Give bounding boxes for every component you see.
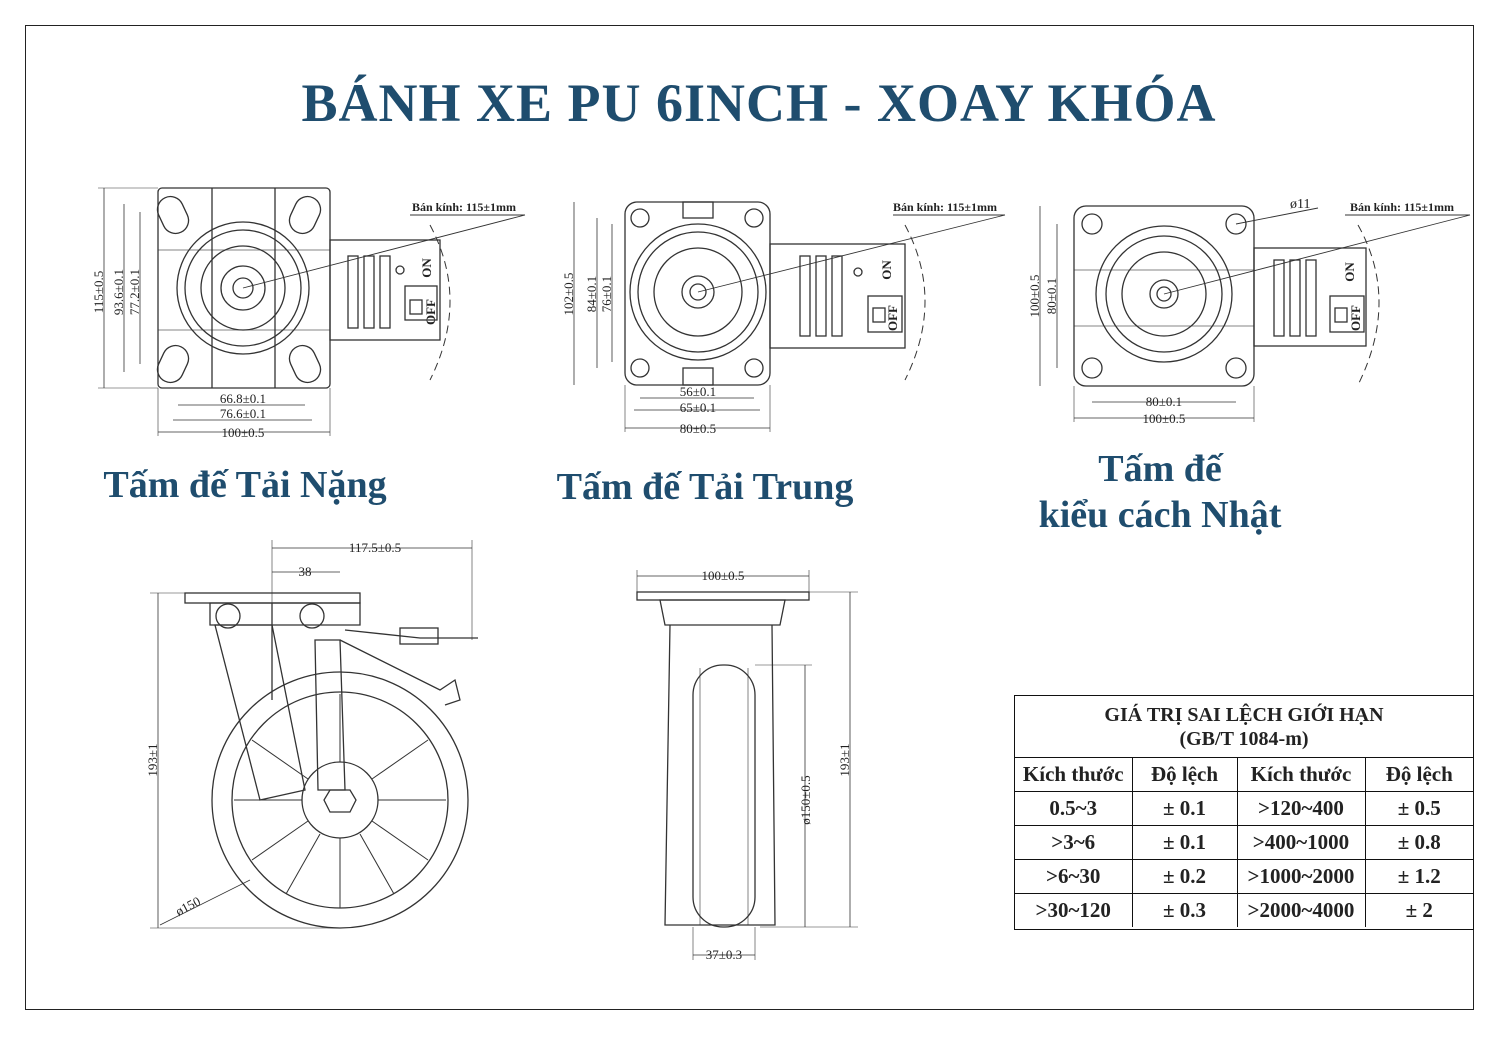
table-cell: >2000~4000: [1236, 893, 1366, 927]
japan-radius-label: Bán kính: 115±1mm: [1350, 200, 1454, 214]
table-cell: >400~1000: [1236, 825, 1366, 860]
header-cell: Kích thước: [1015, 758, 1133, 792]
japan-width-inner-dim: 80±0.1: [1146, 394, 1182, 409]
heavy-width-outer-dim: 76.6±0.1: [220, 406, 266, 421]
table-cell: ± 0.3: [1131, 893, 1238, 927]
table-header-row: Kích thước Độ lệch Kích thước Độ lệch: [1015, 758, 1473, 792]
heavy-radius-label: Bán kính: 115±1mm: [412, 200, 516, 214]
table-row: >6~30 ± 0.2 >1000~2000 ± 1.2: [1015, 859, 1473, 894]
table-cell: >30~120: [1015, 893, 1133, 927]
table-row: 0.5~3 ± 0.1 >120~400 ± 0.5: [1015, 791, 1473, 826]
caption-heavy-plate: Tấm đế Tải Nặng: [103, 464, 387, 506]
table-cell: ± 0.1: [1131, 791, 1238, 826]
table-cell: >6~30: [1015, 859, 1133, 894]
table-cell: ± 1.2: [1364, 859, 1473, 894]
japan-height-dim: 100±0.5: [1027, 275, 1042, 318]
caption-medium-plate: Tấm đế Tải Trung: [556, 466, 854, 508]
table-cell: >3~6: [1015, 825, 1133, 860]
heavy-on-label: ON: [419, 258, 434, 278]
japan-plate-drawing: [1039, 205, 1471, 422]
table-cell: ± 0.2: [1131, 859, 1238, 894]
tolerance-grid: Kích thước Độ lệch Kích thước Độ lệch 0.…: [1015, 758, 1473, 927]
japan-width-dim: 100±0.5: [1143, 411, 1186, 426]
heavy-height-dim: 115±0.5: [91, 271, 106, 313]
page-title: BÁNH XE PU 6INCH - XOAY KHÓA: [301, 73, 1217, 133]
table-cell: >1000~2000: [1236, 859, 1366, 894]
header-cell: Độ lệch: [1364, 758, 1473, 792]
drawing-frame: [25, 25, 1474, 1010]
front-height-dim: 193±1: [837, 743, 852, 776]
front-width-dim: 37±0.3: [706, 947, 742, 962]
side-wheel-dim: ø150: [173, 893, 203, 918]
table-cell: ± 0.8: [1364, 825, 1473, 860]
table-cell: ± 2: [1364, 893, 1473, 927]
medium-width-outer-dim: 65±0.1: [680, 400, 716, 415]
tolerance-table: GIÁ TRỊ SAI LỆCH GIỚI HẠN (GB/T 1084-m) …: [1014, 695, 1474, 930]
heavy-off-label: OFF: [423, 299, 438, 325]
table-row: >3~6 ± 0.1 >400~1000 ± 0.8: [1015, 825, 1473, 860]
header-cell: Kích thước: [1236, 758, 1366, 792]
caption-japan-plate-line2: kiểu cách Nhật: [1038, 494, 1282, 536]
table-cell: 0.5~3: [1015, 791, 1133, 826]
caption-japan-plate-line1: Tấm đế: [1098, 448, 1222, 490]
tolerance-title-line1: GIÁ TRỊ SAI LỆCH GIỚI HẠN: [1104, 704, 1384, 726]
japan-hole-span-dim: 80±0.1: [1044, 278, 1059, 314]
front-view-drawing: [636, 570, 858, 960]
heavy-plate-drawing: [98, 187, 526, 436]
medium-hole-outer-dim: 84±0.1: [584, 276, 599, 312]
medium-plate-drawing: [573, 201, 1006, 432]
front-plate-dim: 100±0.5: [702, 568, 745, 583]
medium-width-dim: 80±0.5: [680, 421, 716, 436]
side-offset-total-dim: 117.5±0.5: [349, 540, 401, 555]
table-cell: ± 0.5: [1364, 791, 1473, 826]
table-row: >30~120 ± 0.3 >2000~4000 ± 2: [1015, 893, 1473, 927]
header-cell: Độ lệch: [1131, 758, 1238, 792]
tolerance-title: GIÁ TRỊ SAI LỆCH GIỚI HẠN (GB/T 1084-m): [1015, 696, 1473, 758]
heavy-width-dim: 100±0.5: [222, 425, 265, 440]
medium-radius-label: Bán kính: 115±1mm: [893, 200, 997, 214]
heavy-hole-outer-dim: 93.6±0.1: [111, 269, 126, 315]
front-wheel-dim: ø150±0.5: [798, 775, 813, 824]
japan-off-label: OFF: [1348, 305, 1363, 331]
japan-on-label: ON: [1342, 262, 1357, 282]
medium-off-label: OFF: [885, 305, 900, 331]
japan-hole-dim: ø11: [1290, 197, 1310, 212]
side-height-dim: 193±1: [145, 743, 160, 776]
side-offset-dim: 38: [299, 564, 312, 579]
side-view-drawing: [150, 540, 478, 929]
medium-hole-inner-dim: 76±0.1: [599, 276, 614, 312]
medium-width-inner-dim: 56±0.1: [680, 384, 716, 399]
heavy-width-inner-dim: 66.8±0.1: [220, 391, 266, 406]
table-cell: ± 0.1: [1131, 825, 1238, 860]
medium-height-dim: 102±0.5: [561, 273, 576, 316]
medium-on-label: ON: [879, 260, 894, 280]
heavy-hole-inner-dim: 77.2±0.1: [127, 269, 142, 315]
tolerance-title-line2: (GB/T 1084-m): [1179, 728, 1309, 750]
table-cell: >120~400: [1236, 791, 1366, 826]
